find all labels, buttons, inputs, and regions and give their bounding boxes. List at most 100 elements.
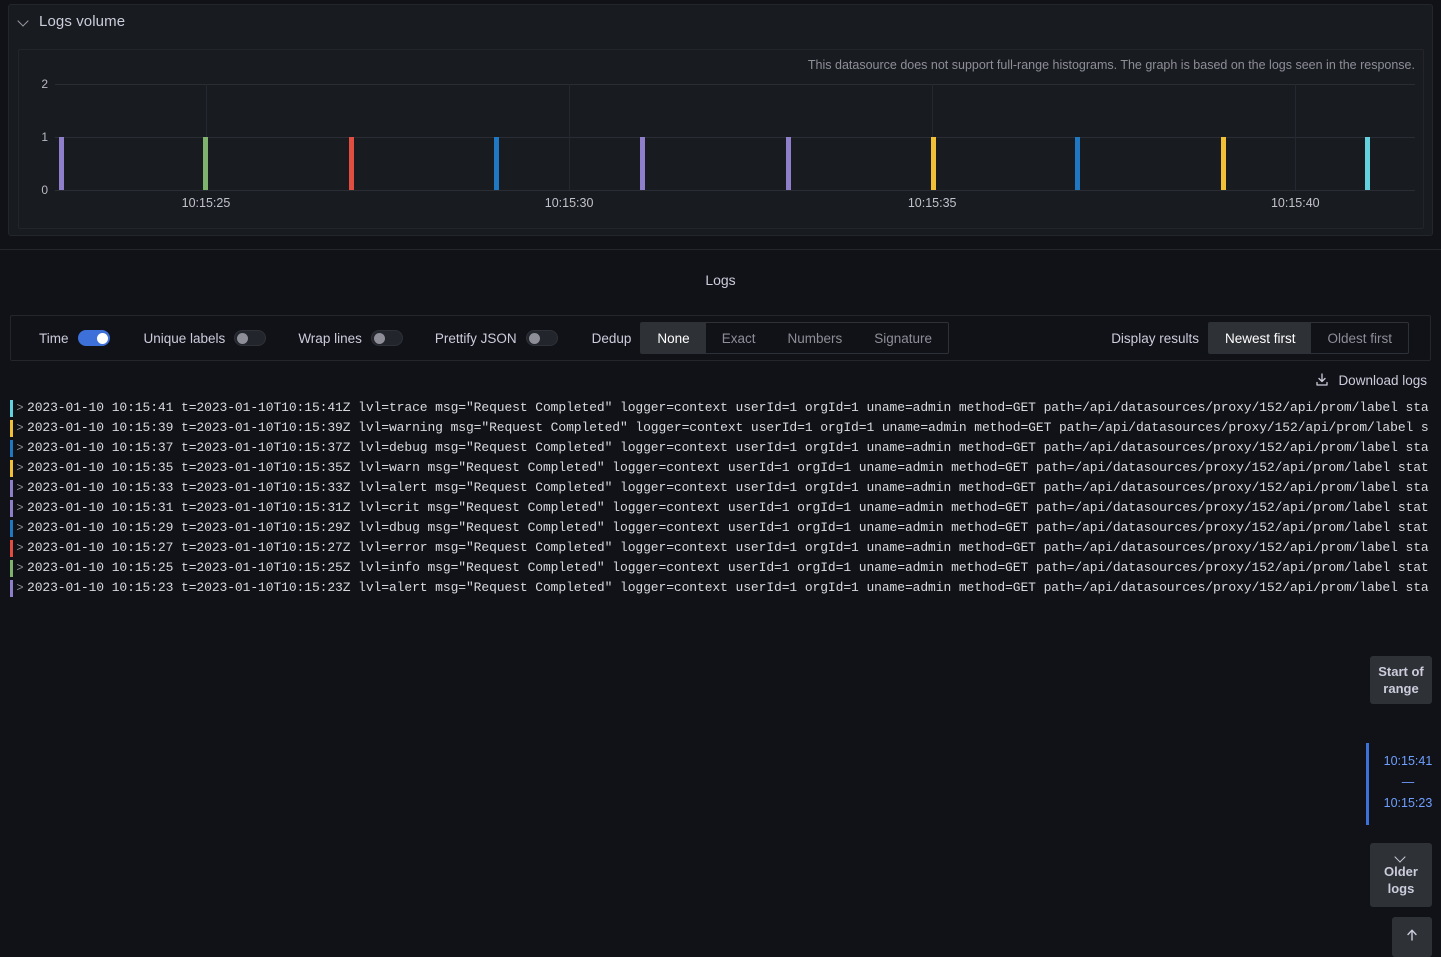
wrap-lines-toggle[interactable] [370,330,403,346]
log-line-text: 2023-01-10 10:15:23 t=2023-01-10T10:15:2… [27,580,1429,595]
wrap-lines-toggle-group: Wrap lines [298,330,403,346]
older-logs-label-2: logs [1387,881,1415,896]
gridline-vertical [569,84,571,190]
unique-labels-toggle[interactable] [234,330,267,346]
log-level-indicator [10,560,13,577]
log-expand-caret-icon[interactable]: > [16,481,24,495]
log-line-text: 2023-01-10 10:15:31 t=2023-01-10T10:15:3… [27,500,1429,515]
scroll-to-top-button[interactable] [1392,917,1432,957]
log-level-indicator [10,440,13,457]
log-expand-caret-icon[interactable]: > [16,421,24,435]
time-toggle[interactable] [77,330,110,346]
log-expand-caret-icon[interactable]: > [16,401,24,415]
log-line-text: 2023-01-10 10:15:37 t=2023-01-10T10:15:3… [27,440,1429,455]
log-level-indicator [10,480,13,497]
log-row[interactable]: >2023-01-10 10:15:31 t=2023-01-10T10:15:… [10,498,1431,518]
older-logs-label-1: Older [1384,864,1418,879]
gridline-horizontal [55,190,1415,191]
unique-labels-toggle-group: Unique labels [144,330,267,346]
prettify-json-toggle-label: Prettify JSON [434,330,517,346]
log-level-indicator [10,400,13,417]
logs-controls-bar: Time Unique labels Wrap lines Prettify J… [10,315,1431,361]
time-toggle-group: Time [39,330,110,346]
prettify-json-toggle[interactable] [525,330,558,346]
logs-volume-chart: This datasource does not support full-ra… [18,49,1424,229]
log-row[interactable]: >2023-01-10 10:15:41 t=2023-01-10T10:15:… [10,398,1431,418]
dedup-option-signature[interactable]: Signature [858,323,948,353]
time-toggle-label: Time [39,330,69,346]
y-axis-tick: 0 [41,183,48,197]
log-line-text: 2023-01-10 10:15:33 t=2023-01-10T10:15:3… [27,480,1429,495]
x-axis-tick: 10:15:35 [907,196,957,210]
gridline-horizontal [55,84,1415,85]
log-expand-caret-icon[interactable]: > [16,561,24,575]
log-row[interactable]: >2023-01-10 10:15:25 t=2023-01-10T10:15:… [10,558,1431,578]
download-logs-button[interactable]: Download logs [1314,372,1427,388]
log-line-text: 2023-01-10 10:15:27 t=2023-01-10T10:15:2… [27,540,1429,555]
log-row[interactable]: >2023-01-10 10:15:39 t=2023-01-10T10:15:… [10,418,1431,438]
prettify-json-toggle-group: Prettify JSON [435,330,558,346]
chart-bar[interactable] [1075,137,1081,190]
logs-volume-panel: Logs volume This datasource does not sup… [8,4,1433,236]
chevron-down-icon [1395,853,1407,861]
chart-bar[interactable] [640,137,646,190]
log-expand-caret-icon[interactable]: > [16,461,24,475]
dedup-label: Dedup [591,330,632,346]
dedup-option-none[interactable]: None [641,323,706,353]
chart-bar[interactable] [348,137,354,190]
chart-bar[interactable] [494,137,500,190]
log-expand-caret-icon[interactable]: > [16,501,24,515]
dedup-option-exact[interactable]: Exact [706,323,772,353]
log-row[interactable]: >2023-01-10 10:15:35 t=2023-01-10T10:15:… [10,458,1431,478]
log-expand-caret-icon[interactable]: > [16,521,24,535]
wrap-lines-toggle-label: Wrap lines [298,330,362,346]
logs-list[interactable]: >2023-01-10 10:15:41 t=2023-01-10T10:15:… [10,398,1431,610]
range-text: 10:15:41 — 10:15:23 [1377,743,1439,825]
download-logs-label: Download logs [1338,372,1427,388]
gridline-horizontal [55,137,1415,138]
log-expand-caret-icon[interactable]: > [16,541,24,555]
log-line-text: 2023-01-10 10:15:41 t=2023-01-10T10:15:4… [27,400,1429,415]
log-row[interactable]: >2023-01-10 10:15:37 t=2023-01-10T10:15:… [10,438,1431,458]
chart-bar[interactable] [59,137,65,190]
x-axis-tick: 10:15:30 [544,196,594,210]
chart-bar[interactable] [1364,137,1370,190]
log-row[interactable]: >2023-01-10 10:15:33 t=2023-01-10T10:15:… [10,478,1431,498]
display-option-newest-first[interactable]: Newest first [1208,323,1312,353]
logs-volume-title: Logs volume [39,12,126,30]
start-of-range-tooltip: Start of range [1370,656,1432,704]
chart-bar[interactable] [1220,137,1226,190]
older-logs-button[interactable]: Older logs [1370,843,1432,907]
log-level-indicator [10,580,13,597]
log-line-text: 2023-01-10 10:15:25 t=2023-01-10T10:15:2… [27,560,1429,575]
display-results-label: Display results [1111,330,1199,346]
logs-panel: Logs Time Unique labels Wrap lines Prett… [0,249,1441,957]
range-line [1366,743,1369,825]
display-option-oldest-first[interactable]: Oldest first [1311,323,1408,353]
dedup-option-numbers[interactable]: Numbers [771,323,858,353]
download-icon [1314,372,1330,388]
log-line-text: 2023-01-10 10:15:35 t=2023-01-10T10:15:3… [27,460,1429,475]
chevron-down-icon[interactable] [17,14,31,28]
log-row[interactable]: >2023-01-10 10:15:29 t=2023-01-10T10:15:… [10,518,1431,538]
log-expand-caret-icon[interactable]: > [16,581,24,595]
chart-bar[interactable] [203,137,209,190]
log-row[interactable]: >2023-01-10 10:15:27 t=2023-01-10T10:15:… [10,538,1431,558]
chart-bar[interactable] [785,137,791,190]
gridline-vertical [1295,84,1297,190]
arrow-up-icon [1404,927,1420,948]
chart-bar[interactable] [931,137,937,190]
log-level-indicator [10,520,13,537]
log-expand-caret-icon[interactable]: > [16,441,24,455]
log-row[interactable]: >2023-01-10 10:15:23 t=2023-01-10T10:15:… [10,578,1431,598]
log-level-indicator [10,460,13,477]
log-level-indicator [10,500,13,517]
range-to: 10:15:23 [1383,796,1433,810]
range-dash: — [1401,775,1415,789]
x-axis-tick: 10:15:40 [1270,196,1320,210]
logs-panel-title: Logs [705,272,736,288]
